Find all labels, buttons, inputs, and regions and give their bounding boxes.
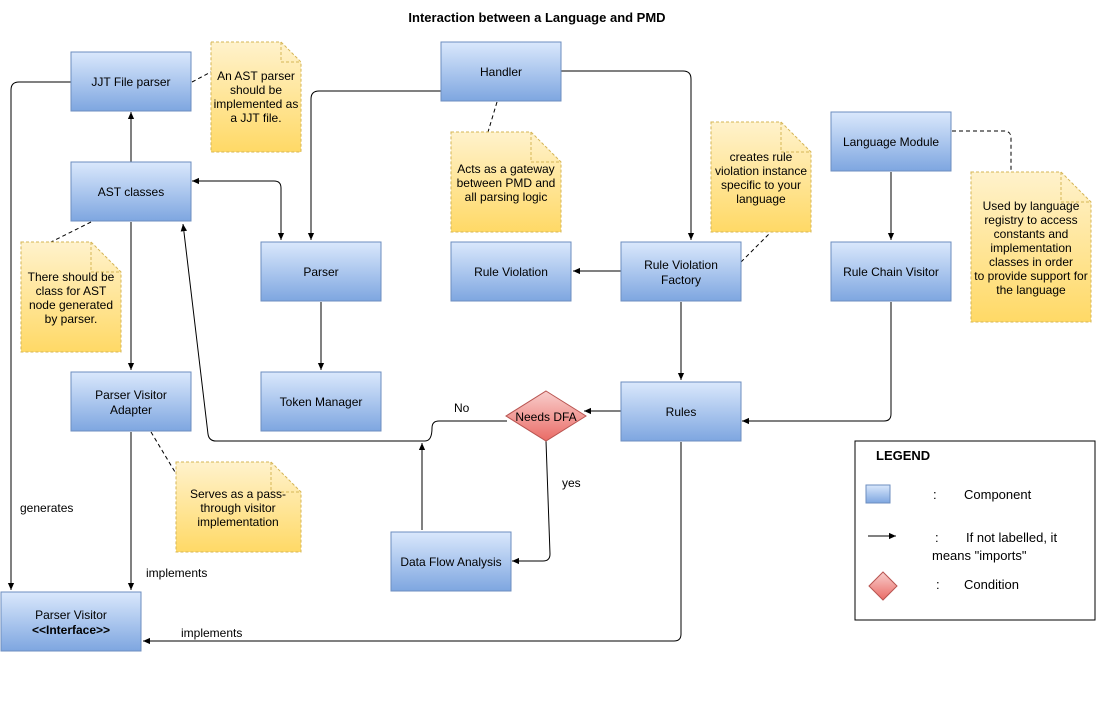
component-label-line: Handler [480, 65, 522, 79]
component-rule-violation-factory: Rule Violation Factory [620, 241, 742, 302]
component-label-line: Data Flow Analysis [400, 555, 501, 569]
note-line: through visitor [200, 501, 275, 515]
connector-ast-note [50, 221, 92, 243]
note-line: creates rule [730, 150, 793, 164]
component-language-module: Language Module [830, 111, 952, 172]
condition-needs-dfa: Needs DFA [505, 390, 587, 442]
edge-needs-dfa-yes-to-dfa [512, 440, 551, 565]
component-label-line: Parser [303, 265, 338, 279]
component-label-line: Parser Visitor [35, 608, 107, 622]
condition-label: Needs DFA [515, 410, 576, 424]
component-label-line: Adapter [110, 403, 152, 417]
component-ast-classes: AST classes [70, 161, 192, 222]
note-rule-violation-instance: creates rule violation instance specific… [710, 121, 812, 233]
note-line: implementation [197, 515, 278, 529]
connector-factory-note [740, 231, 772, 263]
component-token-manager: Token Manager [260, 371, 382, 432]
edge-needs-dfa-no-to-ast [180, 223, 507, 442]
note-line: the language [996, 283, 1066, 297]
component-label-line: <<Interface>> [32, 623, 110, 637]
legend-condition-separator: : [936, 577, 940, 592]
component-label-line: Factory [661, 273, 701, 287]
note-line: Acts as a gateway [457, 162, 554, 176]
legend-title: LEGEND [876, 448, 930, 463]
component-label-line: AST classes [98, 185, 164, 199]
legend-condition-label: Condition [964, 577, 1019, 592]
note-ast-parser-jjt: An AST parser should be implemented as a… [210, 41, 302, 153]
component-data-flow-analysis: Data Flow Analysis [390, 531, 512, 592]
legend-component-label: Component [964, 487, 1032, 502]
note-line: language [736, 192, 786, 206]
edge-label-no: No [454, 401, 470, 415]
diagram-title: Interaction between a Language and PMD [408, 10, 665, 25]
note-ast-node-class: There should be class for AST node gener… [20, 241, 122, 353]
note-line: class for AST [36, 284, 107, 298]
note-line: node generated [29, 298, 113, 312]
edge-chain-visitor-to-rules [742, 302, 892, 425]
legend-arrow-label-line1: If not labelled, it [966, 530, 1057, 545]
legend-arrow-label-line2: means "imports" [932, 548, 1027, 563]
note-line: classes in order [989, 255, 1073, 269]
component-rule-violation: Rule Violation [450, 241, 572, 302]
edge-label-implements-rules: implements [181, 626, 242, 640]
note-line: implementation [990, 241, 1071, 255]
component-label-line: Rule Violation [644, 258, 718, 272]
component-jjt-file-parser: JJT File parser [70, 51, 192, 112]
note-line: a JJT file. [230, 111, 281, 125]
note-gateway: Acts as a gateway between PMD and all pa… [450, 131, 562, 233]
edge-label-implements-adapter: implements [146, 566, 207, 580]
component-parser-visitor-adapter: Parser Visitor Adapter [70, 371, 192, 432]
component-label-line: Parser Visitor [95, 388, 167, 402]
note-line: An AST parser [217, 69, 295, 83]
note-line: by parser. [45, 312, 98, 326]
component-label-line: JJT File parser [91, 75, 170, 89]
note-line: between PMD and [457, 176, 556, 190]
edge-parser-ast-bidirectional [192, 177, 285, 240]
component-parser: Parser [260, 241, 382, 302]
component-label-line: Token Manager [280, 395, 363, 409]
note-line: There should be [28, 270, 115, 284]
note-language-registry: Used by language registry to access cons… [970, 171, 1092, 323]
legend-component-swatch [865, 484, 891, 504]
legend-arrow-separator: : [935, 530, 939, 545]
component-label-line: Language Module [843, 135, 939, 149]
edge-jjt-generates-parser-visitor [7, 81, 71, 590]
note-line: Serves as a pass- [190, 487, 286, 501]
note-line: registry to access [984, 213, 1077, 227]
note-line: specific to your [721, 178, 801, 192]
note-connectors [50, 71, 1012, 483]
connector-adapter-note [150, 431, 182, 483]
legend: LEGEND : Component : If not labelled, it… [854, 440, 1096, 621]
edge-rules-implements-parser-visitor [143, 442, 682, 645]
note-line: Used by language [983, 199, 1080, 213]
note-pass-through-visitor: Serves as a pass- through visitor implem… [175, 461, 302, 553]
component-handler: Handler [440, 41, 562, 102]
component-rules: Rules [620, 381, 742, 442]
edge-label-yes: yes [562, 476, 581, 490]
note-line: to provide support for [974, 269, 1087, 283]
connector-language-module-note [952, 130, 1012, 172]
component-parser-visitor-interface: Parser Visitor <<Interface>> [0, 591, 142, 652]
component-rule-chain-visitor: Rule Chain Visitor [830, 241, 952, 302]
component-label-line: Rule Violation [474, 265, 548, 279]
note-line: implemented as [214, 97, 299, 111]
edge-handler-to-parser [307, 90, 441, 240]
legend-component-separator: : [933, 487, 937, 502]
note-line: constants and [994, 227, 1069, 241]
connector-jjt-note [191, 71, 212, 83]
note-line: violation instance [715, 164, 807, 178]
note-line: should be [230, 83, 282, 97]
legend-condition-swatch [868, 571, 898, 601]
connector-handler-note [487, 101, 498, 133]
edge-label-generates: generates [20, 501, 73, 515]
component-label-line: Rule Chain Visitor [843, 265, 939, 279]
edge-handler-to-factory [561, 70, 695, 240]
note-line: all parsing logic [465, 190, 548, 204]
edges [7, 70, 895, 645]
component-label-line: Rules [666, 405, 697, 419]
